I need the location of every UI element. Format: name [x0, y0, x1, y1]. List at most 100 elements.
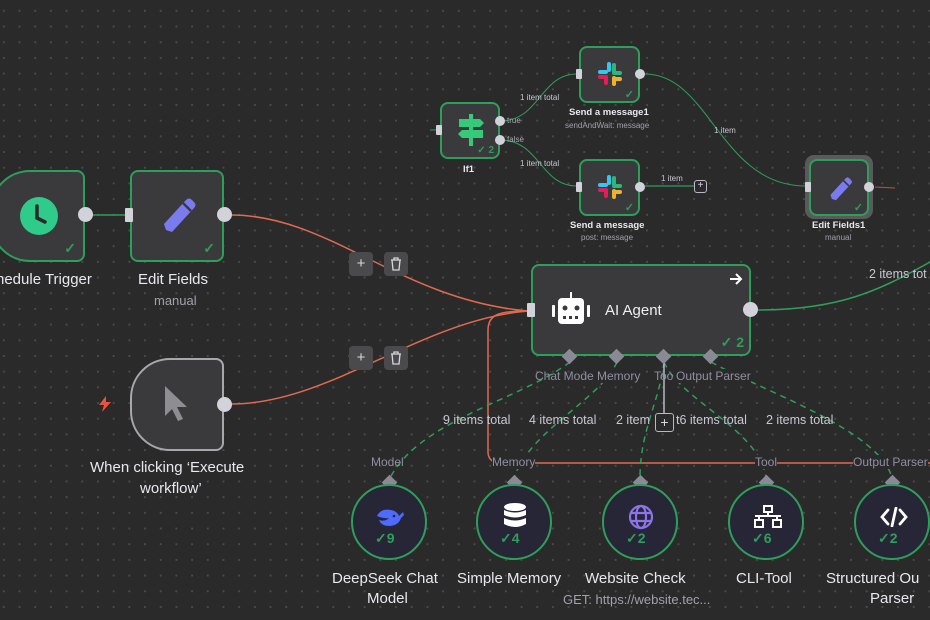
node-cli-tool[interactable]: ✓6: [728, 484, 804, 560]
port-label: Memory: [492, 455, 536, 469]
output-port[interactable]: [217, 397, 232, 412]
edge-msg1-to-edit1[interactable]: [644, 73, 807, 187]
edge-if-true[interactable]: [499, 73, 578, 122]
port-label: Memory: [597, 369, 641, 383]
slack-icon: [598, 175, 622, 199]
node-schedule-trigger[interactable]: ✓: [0, 170, 85, 262]
pencil-icon: [830, 177, 852, 201]
node-simple-memory[interactable]: ✓4: [476, 484, 552, 560]
node-send-message1[interactable]: ✓: [579, 46, 640, 103]
port-label: Tool: [755, 455, 778, 469]
node-title: AI Agent: [605, 302, 662, 319]
output-port-true[interactable]: [495, 116, 505, 126]
add-tool-button[interactable]: +: [655, 413, 674, 432]
edge-label: 1 item: [714, 126, 736, 135]
node-title: hedule Trigger: [0, 271, 92, 288]
node-send-message[interactable]: ✓: [579, 159, 640, 216]
node-if1[interactable]: ✓ 2: [440, 102, 500, 159]
port-label: Chat Mode: [535, 369, 594, 383]
node-title: CLI-Tool: [736, 570, 792, 587]
delete-connection-button[interactable]: [384, 252, 408, 276]
node-website-check[interactable]: ✓2: [602, 484, 678, 560]
output-port[interactable]: [217, 207, 232, 222]
output-port[interactable]: [78, 207, 93, 222]
node-subtitle: GET: https://website.tec...: [563, 592, 711, 607]
edge-label: 9 items total: [443, 413, 511, 427]
success-check: ✓: [853, 202, 863, 214]
node-title: Send a message1: [569, 107, 649, 118]
node-title: Edit Fields1: [812, 220, 866, 231]
input-port[interactable]: [805, 182, 811, 192]
node-subtitle: post: message: [581, 233, 634, 242]
edge-manual-to-agent[interactable]: [230, 310, 529, 405]
cursor-icon: [165, 386, 187, 421]
clock-icon: [20, 197, 58, 235]
deepseek-whale-icon: [377, 509, 404, 526]
output-port[interactable]: [743, 302, 758, 317]
edge-cli-dashed[interactable]: [663, 361, 767, 479]
node-title: DeepSeek Chat: [332, 570, 438, 587]
signpost-icon: [458, 114, 484, 146]
node-title: If1: [463, 164, 475, 175]
edge-label: t6 items total: [676, 413, 747, 427]
success-count: ✓4: [500, 530, 520, 546]
arrow-right-icon[interactable]: [729, 272, 743, 286]
success-count: ✓ 2: [720, 334, 744, 350]
edge-agent-out[interactable]: [757, 261, 930, 311]
node-edit-fields[interactable]: ✓: [130, 170, 224, 262]
edge-if-false[interactable]: [499, 139, 578, 187]
output-port[interactable]: [864, 182, 874, 192]
success-check: ✓: [203, 240, 215, 256]
input-port[interactable]: [576, 69, 582, 79]
trash-icon: [391, 257, 401, 271]
network-icon: [754, 505, 782, 528]
input-port[interactable]: [125, 208, 133, 222]
input-port[interactable]: [576, 182, 582, 192]
edge-label: 1 item: [661, 174, 683, 183]
success-count: ✓9: [375, 530, 395, 546]
node-title: Structured Ou: [826, 570, 920, 587]
success-count: ✓2: [626, 530, 646, 546]
node-ai-agent[interactable]: AI Agent ✓ 2: [531, 264, 751, 356]
success-check: ✓: [624, 89, 634, 101]
edge-website-dashed[interactable]: [639, 361, 665, 479]
port-label: Model: [371, 455, 404, 469]
success-check: ✓: [624, 202, 634, 214]
add-node-button[interactable]: +: [349, 346, 373, 370]
node-title: When clicking ‘Execute: [90, 459, 245, 476]
success-count: ✓2: [878, 530, 898, 546]
delete-connection-button[interactable]: [384, 346, 408, 370]
port-label: Too: [654, 369, 674, 383]
node-title: Parser: [870, 590, 915, 607]
input-port[interactable]: [527, 303, 535, 317]
output-port[interactable]: [635, 69, 645, 79]
node-edit-fields1[interactable]: ✓: [809, 159, 869, 216]
output-port[interactable]: [635, 182, 645, 192]
edge-label: 2 items total: [766, 413, 834, 427]
edge-edit-to-agent[interactable]: [230, 214, 529, 312]
edge-model-dashed[interactable]: [389, 361, 571, 479]
lightning-icon: [99, 396, 111, 412]
input-port[interactable]: [436, 125, 442, 135]
output-port-false[interactable]: [495, 135, 505, 145]
node-structured-output-parser[interactable]: ✓2: [854, 484, 930, 560]
port-label-false: false: [507, 135, 524, 144]
edge-label: 4 items total: [529, 413, 597, 427]
robot-icon: [552, 292, 590, 324]
node-title: Edit Fields: [138, 271, 209, 288]
success-count: ✓6: [752, 530, 772, 546]
node-title: Simple Memory: [457, 570, 562, 587]
success-count: ✓ 2: [477, 145, 494, 156]
code-icon: [880, 507, 908, 527]
port-label-true: true: [507, 116, 521, 125]
node-manual-trigger[interactable]: [130, 358, 224, 451]
edge-label: 2 items tot: [869, 267, 927, 281]
database-icon: [504, 503, 526, 527]
success-check: ✓: [64, 240, 76, 256]
pencil-icon: [164, 198, 196, 232]
node-title: Send a message: [570, 220, 645, 231]
add-node-button[interactable]: +: [349, 252, 373, 276]
node-title: Model: [367, 590, 408, 607]
node-deepseek-chat-model[interactable]: ✓9: [351, 484, 427, 560]
add-node-button[interactable]: +: [694, 180, 707, 193]
